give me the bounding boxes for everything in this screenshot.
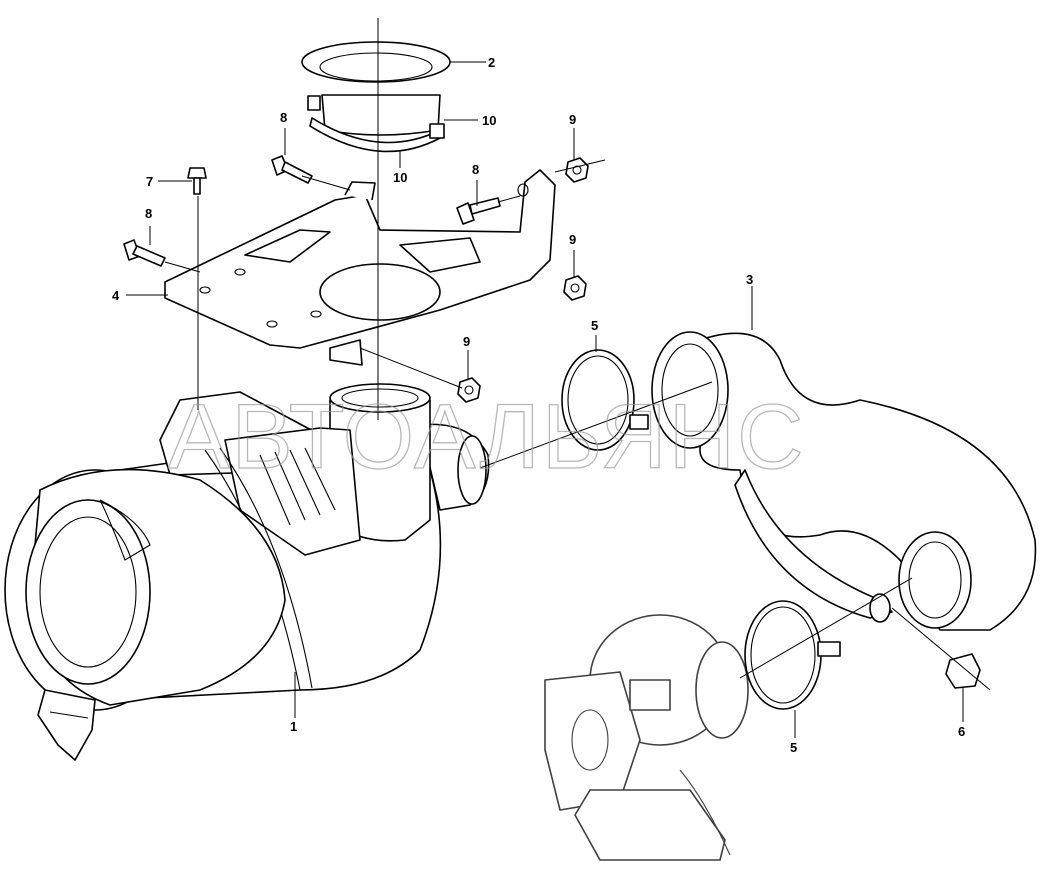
callouts: 2 10 10 8 7 8 8 9 9 9 4 5 3 1 5 6 (112, 55, 965, 755)
bolt-7 (187, 167, 207, 195)
callout-6: 6 (958, 724, 965, 739)
bolt-8-left (123, 239, 166, 267)
callout-8-left: 8 (145, 206, 152, 221)
assembly-axis-lines (164, 18, 991, 691)
nut-9-upper (565, 157, 589, 183)
callout-9-top: 9 (569, 112, 576, 127)
air-filter-housing (4, 383, 490, 761)
callout-7: 7 (146, 174, 153, 189)
callout-9-lower: 9 (463, 334, 470, 349)
callout-8-middle: 8 (472, 162, 479, 177)
clamp-ring (307, 95, 445, 153)
callout-5-upper: 5 (591, 318, 598, 333)
bolt-8-upper (271, 155, 313, 184)
mounting-bracket (164, 169, 556, 366)
callout-2: 2 (488, 55, 495, 70)
nut-9-lower (457, 377, 481, 403)
callout-10-bottom: 10 (393, 170, 407, 185)
callout-9-middle: 9 (569, 232, 576, 247)
callout-10-right: 10 (482, 113, 496, 128)
callout-1: 1 (290, 719, 297, 734)
nut-9-middle (563, 275, 587, 301)
callout-3: 3 (746, 272, 753, 287)
hose-clamp-lower (744, 600, 841, 710)
hose-clip (945, 653, 981, 689)
intake-flange (301, 41, 451, 136)
hose-clamp-upper (561, 349, 649, 451)
bolt-8-middle (456, 197, 501, 225)
callout-8-top: 8 (280, 110, 287, 125)
turbocharger (544, 614, 749, 861)
callout-5-lower: 5 (790, 740, 797, 755)
watermark: АВТОАЛЬЯНС (168, 386, 806, 488)
callout-4: 4 (112, 288, 120, 303)
leader-lines (126, 61, 964, 738)
